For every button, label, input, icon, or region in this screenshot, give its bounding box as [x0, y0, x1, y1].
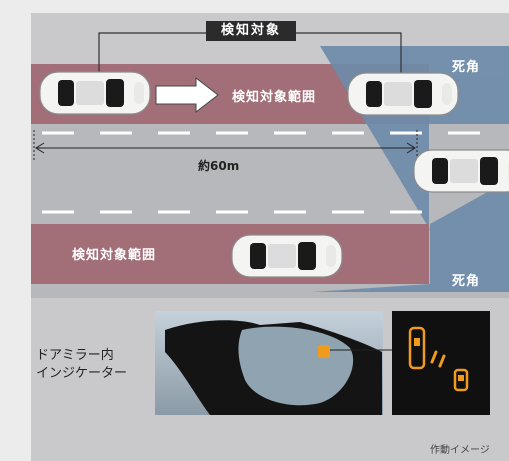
- car-icon: [413, 149, 509, 193]
- car-icon: [39, 71, 151, 115]
- indicator-caption: ドアミラー内 インジケーター: [36, 347, 127, 383]
- bracket-left: [98, 32, 206, 76]
- indicator-caption-line1: ドアミラー内: [36, 348, 114, 363]
- indicator-closeup: [392, 311, 490, 415]
- operation-image-note: 作動イメージ: [430, 445, 490, 456]
- lane-markings: [42, 131, 480, 214]
- car-icon: [231, 234, 343, 278]
- side-mirror-image: [155, 311, 383, 415]
- blind-spot-lower: [312, 180, 509, 292]
- arrow-right-icon: [155, 76, 219, 114]
- indicator-caption-line2: インジケーター: [36, 366, 128, 381]
- detection-area-label-upper: 検知対象範囲: [232, 90, 317, 105]
- bracket-right: [296, 32, 402, 76]
- blind-spot-label-upper: 死角: [452, 60, 481, 75]
- detection-area-label-lower: 検知対象範囲: [72, 248, 157, 263]
- distance-label: 約60m: [198, 159, 240, 173]
- distance-dimension: [33, 130, 418, 160]
- detection-area-lower: [31, 224, 429, 284]
- detection-target-title: 検知対象: [206, 21, 296, 41]
- mirror-indicator-icon: [318, 345, 330, 358]
- car-icon: [347, 72, 459, 116]
- blind-spot-label-lower: 死角: [452, 274, 481, 289]
